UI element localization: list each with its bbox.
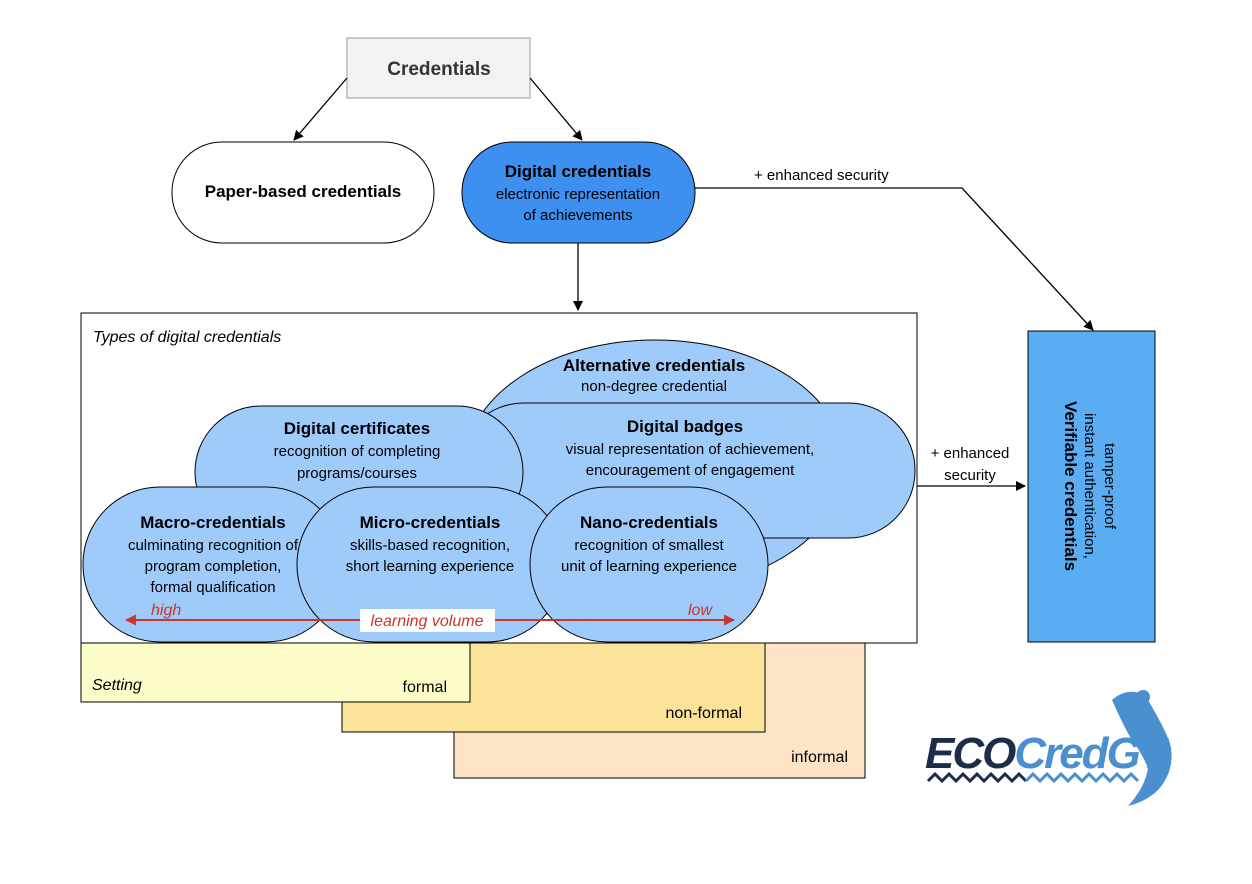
logo-text-credgt: CredGT (1014, 729, 1168, 778)
type-bubbles (82, 339, 916, 643)
setting-layers: Setting formal non-formal informal (80, 642, 866, 779)
learning-volume-label: learning volume (371, 613, 484, 630)
paper-credentials-node (171, 141, 435, 244)
macro-title: Macro-credentials (140, 513, 286, 532)
verifiable-credentials-desc-1: instant authentication, (1081, 413, 1098, 559)
certificates-desc-2: programs/courses (297, 465, 417, 482)
logo-bird-icon (1112, 691, 1172, 806)
micro-desc-1: skills-based recognition, (350, 537, 510, 554)
edge-mid-label-2: security (944, 467, 996, 484)
arrow-digital-to-verifiable (695, 187, 1094, 331)
certificates-desc-1: recognition of completing (274, 443, 441, 460)
edge-mid-label-1: + enhanced (931, 445, 1010, 462)
arrow-root-to-digital (529, 77, 583, 141)
ecocredgt-logo: ECOCredGT (925, 690, 1172, 806)
verifiable-credentials-desc-2: tamper-proof (1101, 443, 1118, 530)
setting-title: Setting (92, 677, 142, 694)
alternative-title: Alternative credentials (563, 356, 745, 375)
nano-title: Nano-credentials (580, 513, 718, 532)
logo-bird-head-icon (1136, 690, 1150, 704)
edge-top-label: + enhanced security (754, 167, 889, 184)
macro-desc-2: program completion, (145, 558, 282, 575)
nano-bubble (529, 486, 769, 643)
verifiable-credentials-title: Verifiable credentials (1061, 401, 1080, 571)
credentials-root-label: Credentials (387, 59, 490, 80)
micro-desc-2: short learning experience (346, 558, 514, 575)
credentials-root-node (346, 37, 531, 99)
logo-zigzag-dark (926, 771, 1028, 784)
badges-title: Digital badges (627, 417, 743, 436)
digital-credentials-desc-2: of achievements (523, 207, 632, 224)
logo-zigzag-blue (1024, 771, 1140, 784)
arrow-root-to-paper (293, 77, 348, 141)
micro-title: Micro-credentials (360, 513, 501, 532)
digital-credentials-title: Digital credentials (505, 162, 651, 181)
macro-desc-3: formal qualification (150, 579, 275, 596)
certificates-title: Digital certificates (284, 419, 430, 438)
logo-text: ECOCredGT (925, 729, 1169, 778)
nano-desc-1: recognition of smallest (574, 537, 724, 554)
learning-volume-high: high (151, 602, 181, 619)
badges-desc-1: visual representation of achievement, (566, 441, 814, 458)
digital-credentials-desc-1: electronic representation (496, 186, 660, 203)
setting-informal-label: informal (791, 749, 848, 766)
setting-nonformal-label: non-formal (666, 705, 742, 722)
types-title: Types of digital credentials (93, 329, 281, 346)
setting-formal-label: formal (403, 679, 447, 696)
nano-desc-2: unit of learning experience (561, 558, 737, 575)
macro-desc-1: culminating recognition of (128, 537, 299, 554)
learning-volume-low: low (688, 602, 713, 619)
paper-credentials-label: Paper-based credentials (205, 182, 402, 201)
verifiable-credentials-node (1027, 330, 1156, 643)
learning-volume-label-bg (360, 609, 495, 632)
badges-desc-2: encouragement of engagement (586, 462, 795, 479)
logo-text-eco: ECO (925, 729, 1016, 778)
alternative-desc: non-degree credential (581, 378, 727, 395)
